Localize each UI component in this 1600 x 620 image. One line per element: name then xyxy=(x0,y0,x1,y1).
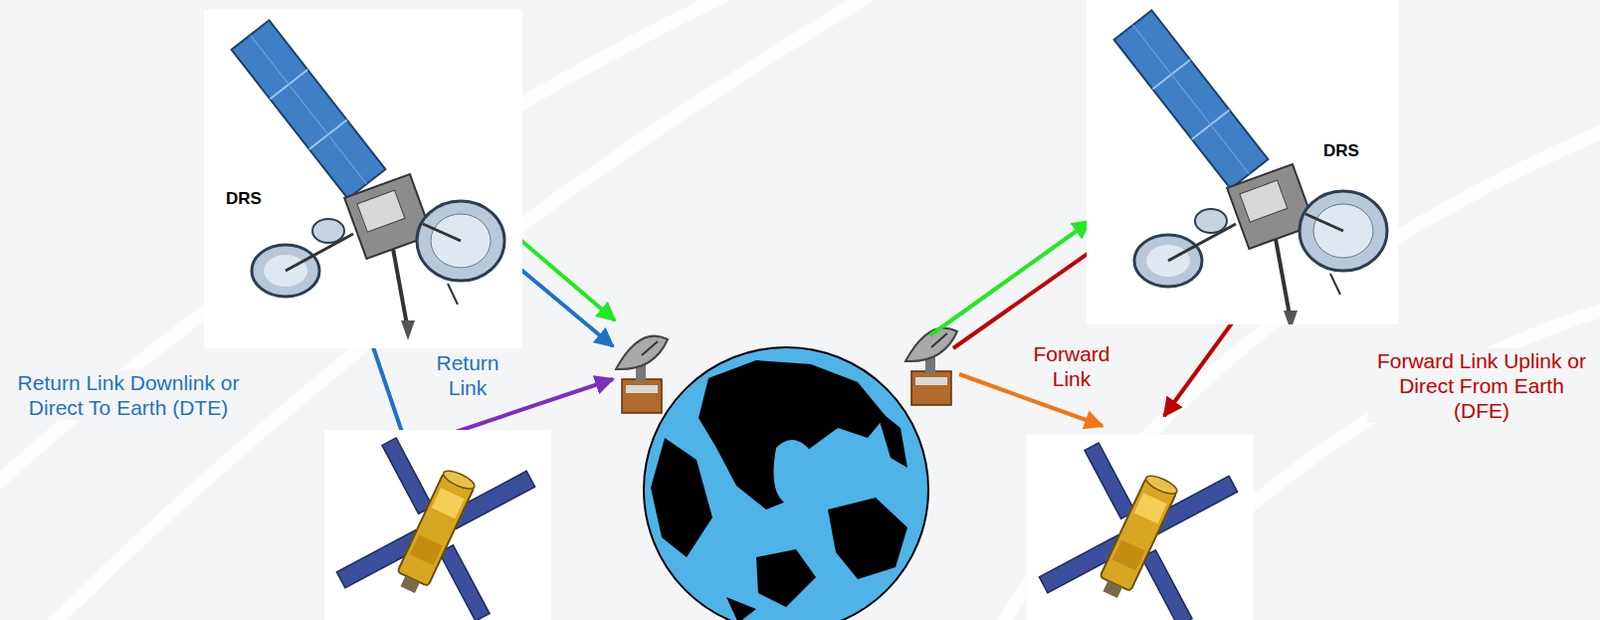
ground-station-dish xyxy=(905,328,958,405)
link-name: Return Link xyxy=(415,350,520,400)
link-description: Return Link Downlink or Direct To Earth … xyxy=(7,370,249,420)
satellite-name: DRS xyxy=(225,189,262,209)
link-description: Forward Link Uplink or Direct From Earth… xyxy=(1367,348,1597,423)
satellite-picture xyxy=(203,9,523,349)
relay-satellite: DRS xyxy=(203,9,523,349)
link-name: Forward Link xyxy=(1024,341,1119,392)
earth-globe xyxy=(643,347,929,620)
ground-station-dish xyxy=(615,336,668,413)
relay-satellite: DRS xyxy=(1086,0,1399,325)
user-spacecraft xyxy=(324,429,552,620)
user-spacecraft xyxy=(1026,434,1254,620)
satellite-name: DRS xyxy=(1323,141,1360,162)
satellite-picture xyxy=(1086,0,1399,325)
